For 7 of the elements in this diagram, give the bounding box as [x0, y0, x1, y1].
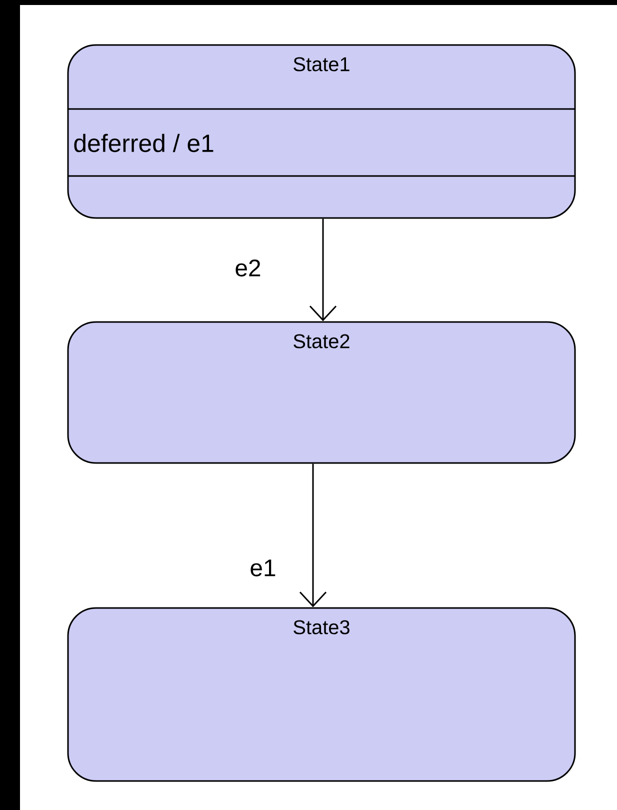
- arrow: [299, 464, 327, 608]
- state-box: State2: [67, 321, 576, 464]
- state-box: State3: [67, 607, 576, 782]
- arrow: [309, 218, 337, 322]
- edge-label: e1: [250, 560, 276, 576]
- edge-label: e2: [236, 260, 260, 276]
- state-box: State1 deferred / e1: [67, 44, 576, 219]
